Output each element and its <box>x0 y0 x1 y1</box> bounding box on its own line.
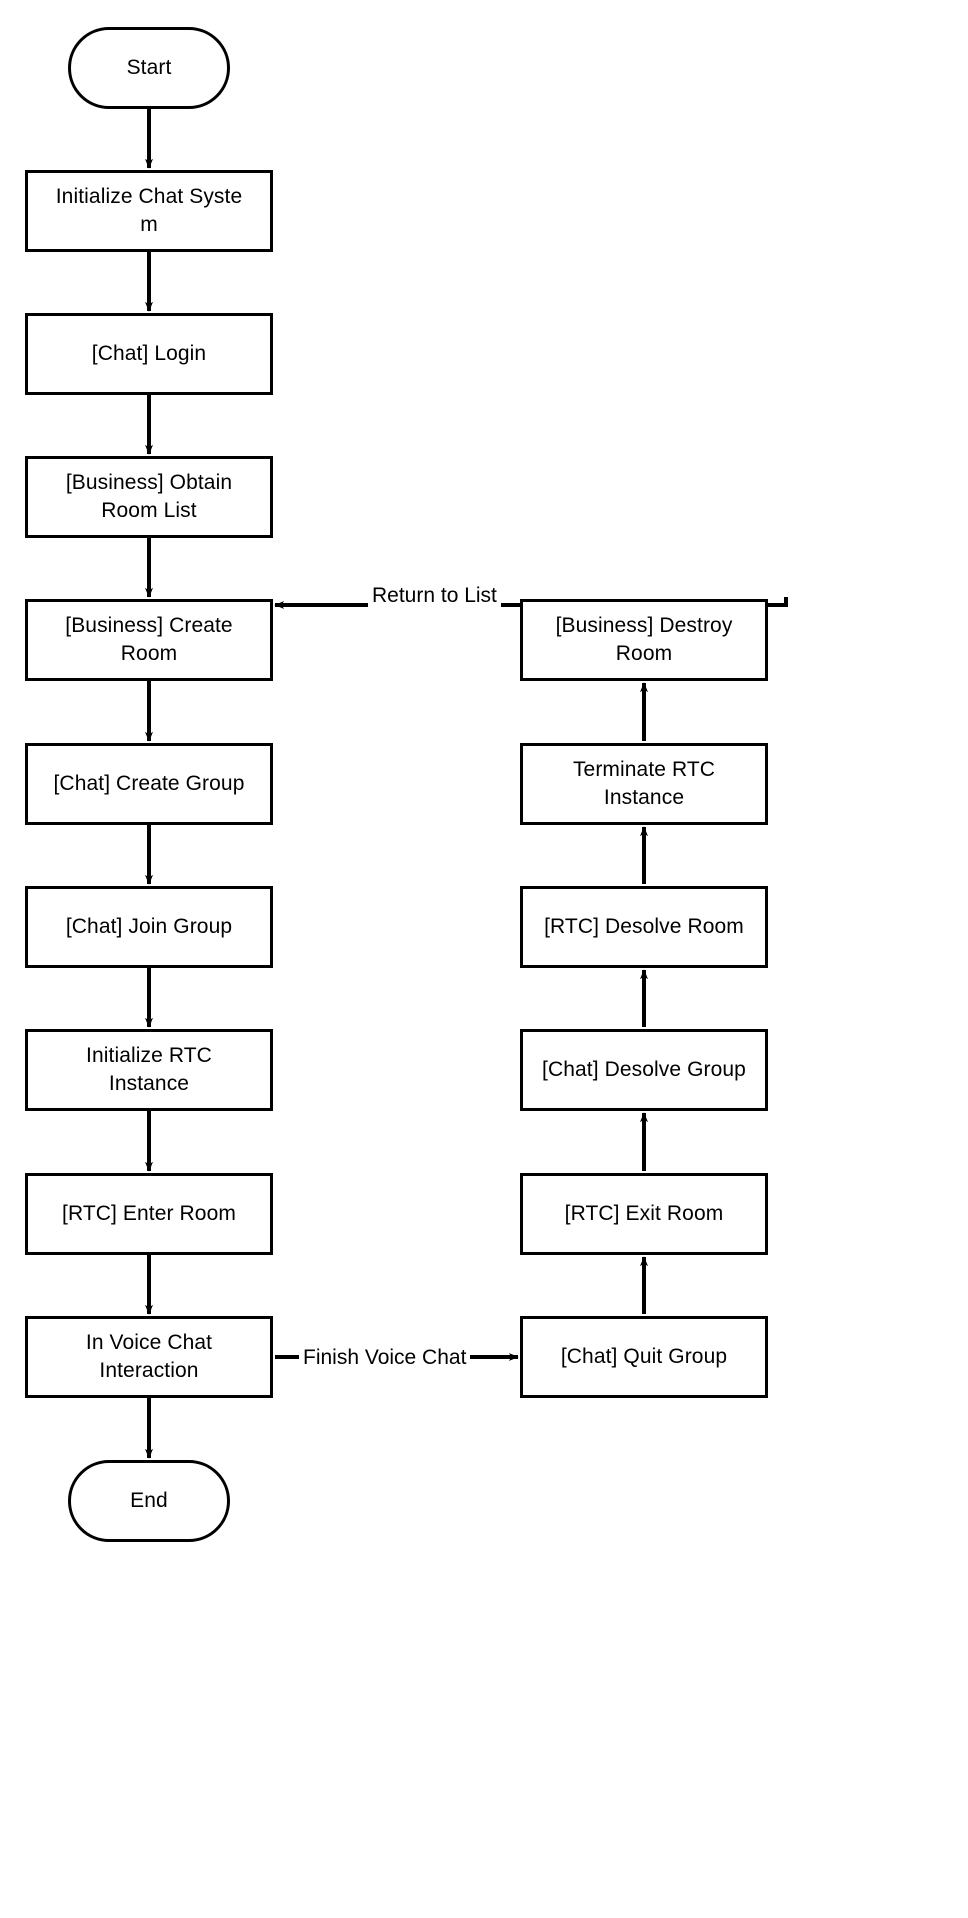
node-chat-join-group-label: [Chat] Join Group <box>65 914 233 938</box>
node-initialize-rtc-instance[interactable]: Initialize RTC Instance <box>25 1029 273 1111</box>
node-rtc-enter-room[interactable]: [RTC] Enter Room <box>25 1173 273 1255</box>
node-terminate-rtc-instance[interactable]: Terminate RTC Instance <box>520 743 768 825</box>
node-initialize-chat-system[interactable]: Initialize Chat Syste m <box>25 170 273 252</box>
node-in-voice-chat-interaction-label: In Voice Chat Interaction <box>85 1330 213 1382</box>
node-business-destroy-room[interactable]: [Business] Destroy Room <box>520 599 768 681</box>
node-chat-login-label: [Chat] Login <box>91 341 207 365</box>
node-initialize-rtc-instance-label: Initialize RTC Instance <box>86 1043 212 1095</box>
node-end-label: End <box>130 1488 168 1512</box>
node-chat-join-group[interactable]: [Chat] Join Group <box>25 886 273 968</box>
node-chat-quit-group[interactable]: [Chat] Quit Group <box>520 1316 768 1398</box>
node-business-create-room[interactable]: [Business] Create Room <box>25 599 273 681</box>
node-rtc-enter-room-label: [RTC] Enter Room <box>62 1201 236 1225</box>
node-rtc-desolve-room-label: [RTC] Desolve Room <box>544 914 744 938</box>
node-rtc-exit-room[interactable]: [RTC] Exit Room <box>520 1173 768 1255</box>
node-terminate-rtc-instance-label: Terminate RTC Instance <box>572 757 716 809</box>
node-rtc-desolve-room[interactable]: [RTC] Desolve Room <box>520 886 768 968</box>
node-end[interactable]: End <box>68 1460 230 1542</box>
edge-label-finish-voice-chat: Finish Voice Chat <box>299 1345 471 1370</box>
node-business-obtain-room-list[interactable]: [Business] Obtain Room List <box>25 456 273 538</box>
node-start-label: Start <box>126 55 172 79</box>
edge-label-return-to-list: Return to List <box>368 583 501 608</box>
node-initialize-chat-system-label: Initialize Chat Syste m <box>55 184 243 236</box>
node-chat-create-group-label: [Chat] Create Group <box>53 771 245 795</box>
node-business-destroy-room-label: [Business] Destroy Room <box>555 613 733 665</box>
node-chat-create-group[interactable]: [Chat] Create Group <box>25 743 273 825</box>
node-chat-quit-group-label: [Chat] Quit Group <box>560 1344 728 1368</box>
node-business-obtain-room-list-label: [Business] Obtain Room List <box>65 470 233 522</box>
node-chat-desolve-group[interactable]: [Chat] Desolve Group <box>520 1029 768 1111</box>
node-chat-login[interactable]: [Chat] Login <box>25 313 273 395</box>
node-chat-desolve-group-label: [Chat] Desolve Group <box>542 1057 746 1081</box>
node-start[interactable]: Start <box>68 27 230 109</box>
node-rtc-exit-room-label: [RTC] Exit Room <box>564 1201 724 1225</box>
node-in-voice-chat-interaction[interactable]: In Voice Chat Interaction <box>25 1316 273 1398</box>
node-business-create-room-label: [Business] Create Room <box>65 613 233 665</box>
